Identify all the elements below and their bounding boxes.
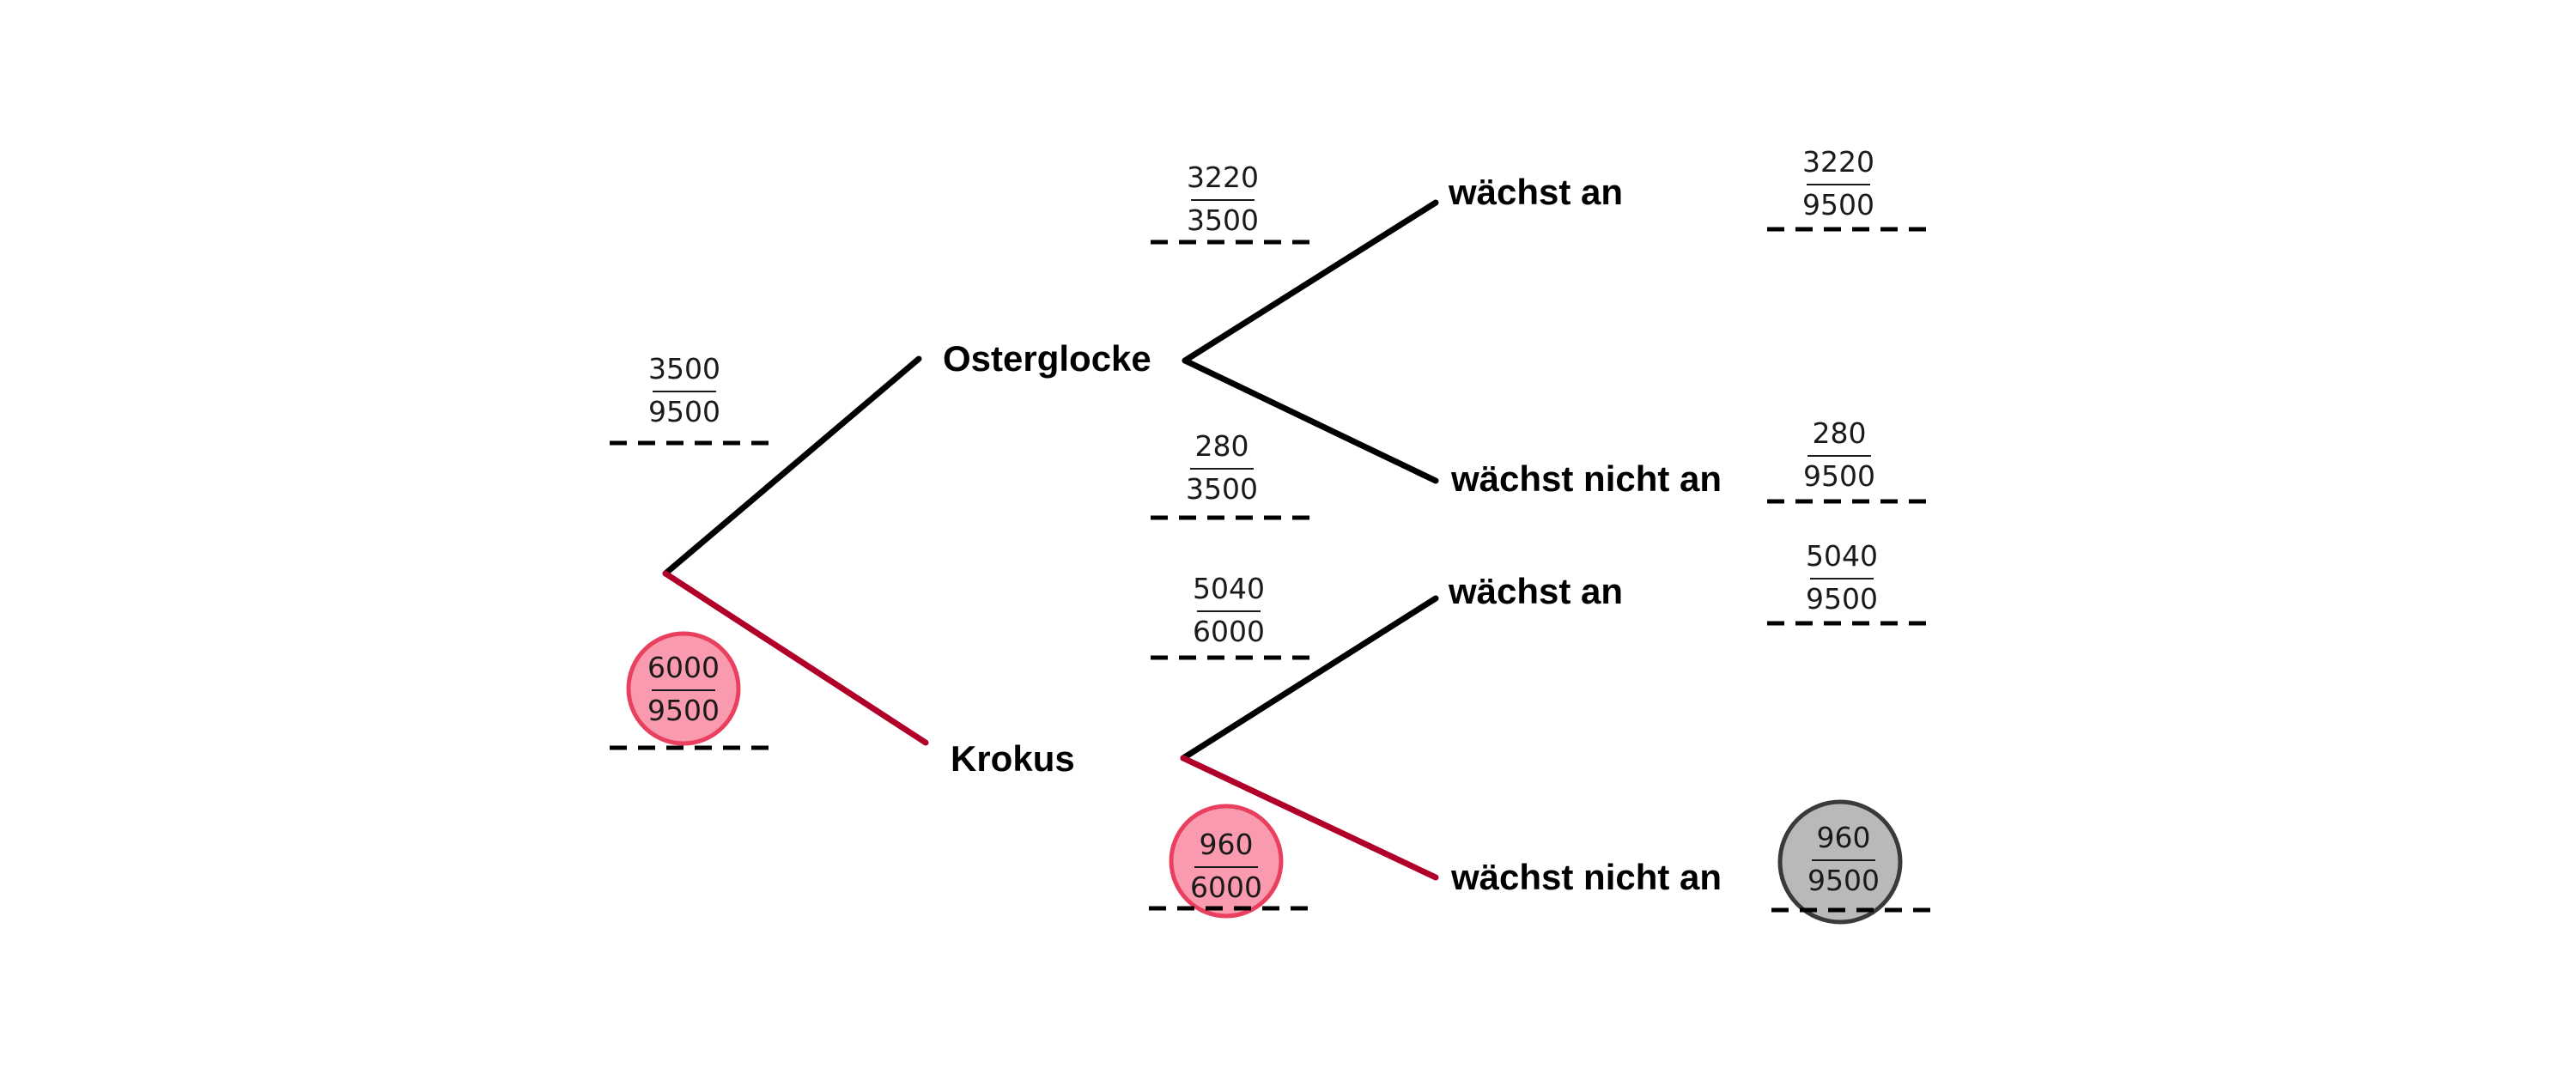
result-circle-krokus-nicht-an [1777, 799, 1903, 925]
fraction-numerator: 280 [1813, 416, 1867, 450]
node-label-oster-waechst-an: wächst an [1448, 172, 1623, 212]
fraction-numerator: 5040 [1806, 539, 1878, 573]
branch-root-krokus [662, 570, 929, 746]
fraction-numerator: 3220 [1187, 161, 1259, 194]
fraction-oster-an-prob: 3220 3500 [1187, 161, 1259, 237]
branch-krokus-waechst-nicht-an [1180, 755, 1439, 881]
fraction-result-4: 960 9500 [1807, 821, 1880, 897]
fraction-result-1: 3220 9500 [1802, 145, 1874, 221]
fraction-denominator: 9500 [647, 694, 720, 727]
node-label-osterglocke: Osterglocke [943, 338, 1151, 379]
fraction-krokus-prob: 6000 9500 [647, 651, 720, 727]
fraction-denominator: 9500 [1803, 459, 1875, 493]
node-label-krokus: Krokus [951, 738, 1075, 779]
highlight-circle-krokus-nicht-an-prob [1169, 804, 1284, 919]
fraction-numerator: 3220 [1802, 145, 1874, 179]
fraction-numerator: 6000 [647, 651, 720, 684]
fraction-denominator: 6000 [1190, 871, 1262, 904]
fraction-denominator: 3500 [1187, 203, 1259, 237]
fraction-krokus-nicht-an-prob: 960 6000 [1190, 828, 1262, 904]
fraction-krokus-an-prob: 5040 6000 [1193, 572, 1265, 648]
fraction-denominator: 3500 [1186, 472, 1258, 506]
fraction-denominator: 9500 [1806, 582, 1878, 616]
fraction-denominator: 9500 [648, 395, 720, 428]
highlight-circle-krokus-prob [626, 631, 741, 746]
branch-root-osterglocke [662, 355, 922, 577]
fraction-oster-nicht-an-prob: 280 3500 [1186, 429, 1258, 506]
fraction-numerator: 3500 [648, 352, 720, 385]
fraction-numerator: 960 [1200, 828, 1254, 861]
fraction-numerator: 280 [1195, 429, 1249, 463]
branch-krokus-waechst-an [1180, 595, 1439, 762]
fraction-result-3: 5040 9500 [1806, 539, 1878, 616]
fraction-denominator: 9500 [1802, 188, 1874, 221]
fraction-denominator: 9500 [1807, 864, 1880, 897]
node-label-krokus-waechst-an: wächst an [1448, 571, 1623, 611]
fraction-osterglocke-prob: 3500 9500 [648, 352, 720, 428]
node-label-oster-waechst-nicht-an: wächst nicht an [1450, 458, 1722, 499]
branch-osterglocke-waechst-nicht-an [1182, 357, 1439, 484]
fraction-numerator: 960 [1817, 821, 1871, 854]
node-label-krokus-waechst-nicht-an: wächst nicht an [1450, 857, 1722, 897]
fraction-result-2: 280 9500 [1803, 416, 1875, 493]
branch-osterglocke-waechst-an [1182, 199, 1439, 364]
fraction-denominator: 6000 [1193, 615, 1265, 648]
fraction-numerator: 5040 [1193, 572, 1265, 605]
